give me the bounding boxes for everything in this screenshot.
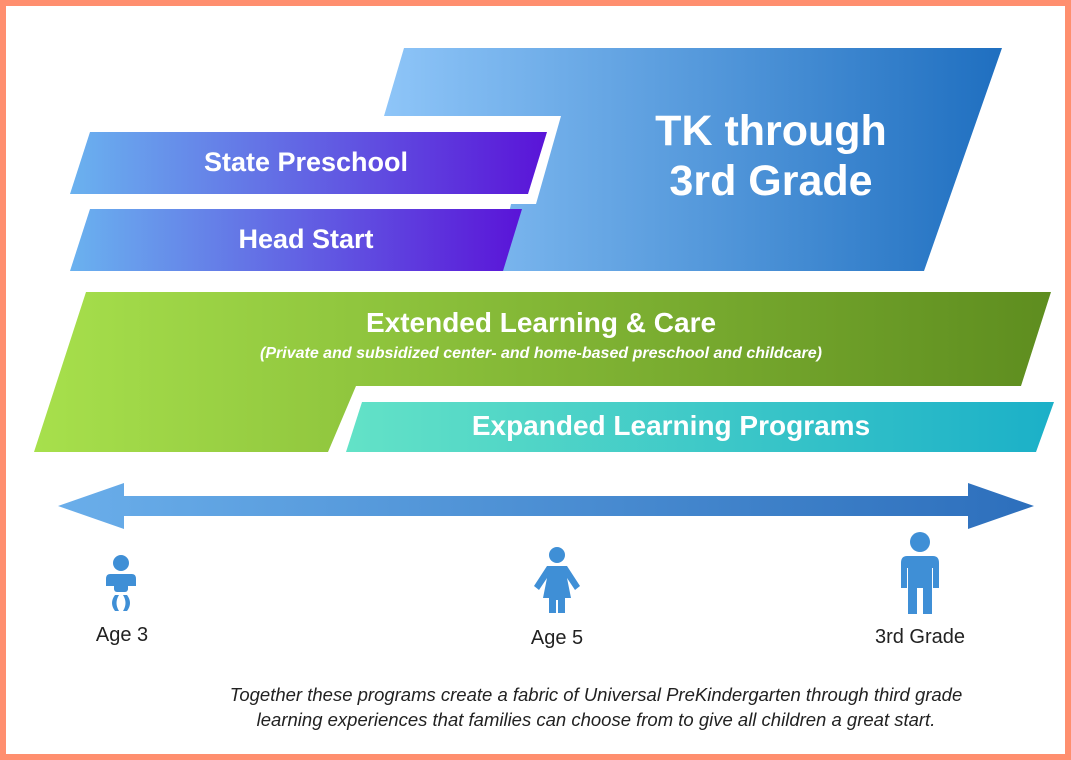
older-child-icon <box>901 532 939 614</box>
extended-learning-sublabel: (Private and subsidized center- and home… <box>260 345 822 362</box>
tk-band <box>384 48 1002 271</box>
program-bands-diagram <box>34 48 1054 614</box>
expanded-learning-label: Expanded Learning Programs <box>471 410 871 441</box>
infant-icon <box>106 555 136 611</box>
tk-band-title-line1: TK through <box>655 107 887 155</box>
state-preschool-band <box>70 132 547 194</box>
extended-learning-label: Extended Learning & Care <box>365 307 717 338</box>
expanded-learning-band <box>346 402 1054 452</box>
marker-label-3rd-grade: 3rd Grade <box>874 626 966 648</box>
caption: Together these programs create a fabric … <box>126 682 1065 732</box>
child-icon <box>534 547 580 613</box>
head-start-label: Head Start <box>238 224 374 254</box>
tk-band-title: TK through 3rd Grade <box>616 106 926 206</box>
caption-line1: Together these programs create a fabric … <box>229 684 963 705</box>
head-start-band <box>70 209 522 271</box>
timeline-arrow <box>58 483 1034 529</box>
state-preschool-label: State Preschool <box>203 147 409 177</box>
extended-learning-band <box>34 292 1051 452</box>
marker-label-age-3: Age 3 <box>95 624 149 646</box>
marker-label-age-5: Age 5 <box>530 627 584 649</box>
caption-line2: learning experiences that families can c… <box>256 709 936 730</box>
tk-band-title-line2: 3rd Grade <box>669 157 873 205</box>
